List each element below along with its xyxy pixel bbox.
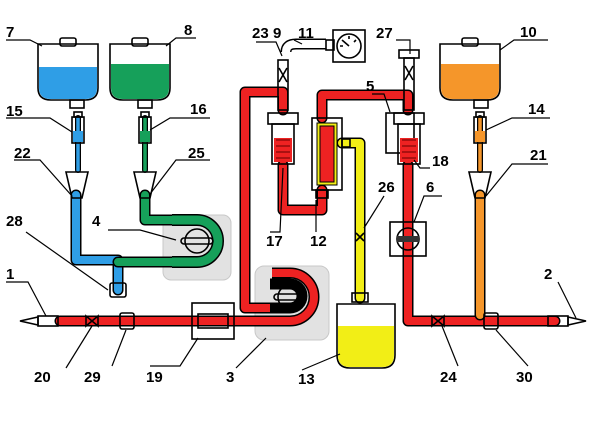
label-3: 3 (226, 369, 234, 386)
iv-bag-icon (109, 37, 171, 109)
label-19: 19 (146, 369, 163, 386)
iv-bag-icon (336, 292, 396, 369)
label-29: 29 (84, 369, 101, 386)
connector-icon (132, 171, 158, 199)
label-23: 23 (252, 25, 269, 42)
label-25: 25 (188, 145, 205, 162)
heater-box-19 (191, 302, 235, 340)
label-10: 10 (520, 24, 537, 41)
label-7: 7 (6, 24, 14, 41)
label-30: 30 (516, 369, 533, 386)
green-line (112, 115, 178, 268)
label-4: 4 (92, 213, 101, 230)
label-24: 24 (440, 369, 457, 386)
junction-29 (119, 312, 135, 330)
label-8: 8 (184, 22, 192, 39)
label-9: 9 (273, 25, 281, 42)
label-22: 22 (14, 145, 31, 162)
label-12: 12 (310, 233, 327, 250)
junction-28 (109, 282, 127, 298)
connector-icon (467, 171, 493, 199)
iv-bag-icon (37, 37, 99, 109)
air-trap-18 (385, 57, 425, 165)
label-11: 11 (298, 25, 314, 42)
label-16: 16 (190, 101, 207, 118)
label-5: 5 (366, 78, 374, 95)
label-15: 15 (6, 103, 23, 120)
leader-lines (6, 37, 577, 371)
cap-27 (398, 49, 420, 59)
clip-26 (355, 232, 365, 242)
label-20: 20 (34, 369, 51, 386)
pressure-gauge-icon (332, 29, 366, 63)
label-28: 28 (6, 213, 23, 230)
roller-pump-icon (172, 214, 224, 268)
roller-pump-icon (260, 267, 320, 327)
needle-icon (547, 315, 587, 327)
blood-lines (54, 86, 561, 327)
label-2: 2 (544, 266, 552, 283)
junction-30 (483, 312, 499, 330)
connector-icon (64, 171, 90, 199)
label-6: 6 (426, 179, 434, 196)
needle-icon (19, 315, 59, 327)
blue-line (70, 115, 124, 296)
label-14: 14 (528, 101, 545, 118)
filter-cartridge-icon (311, 117, 351, 199)
clamp-valve-icon (389, 221, 427, 257)
label-1: 1 (6, 266, 14, 283)
label-17: 17 (266, 233, 283, 250)
air-trap-17 (267, 59, 299, 165)
label-18: 18 (432, 153, 449, 170)
pressure-line (280, 38, 335, 53)
valve-24 (431, 314, 445, 328)
label-27: 27 (376, 25, 393, 42)
yellow-line (336, 137, 366, 304)
label-26: 26 (378, 179, 395, 196)
valve-20 (85, 314, 99, 328)
label-13: 13 (298, 371, 315, 388)
iv-bag-icon (439, 37, 501, 109)
drip-chamber-icon (71, 111, 85, 144)
label-21: 21 (530, 147, 547, 164)
